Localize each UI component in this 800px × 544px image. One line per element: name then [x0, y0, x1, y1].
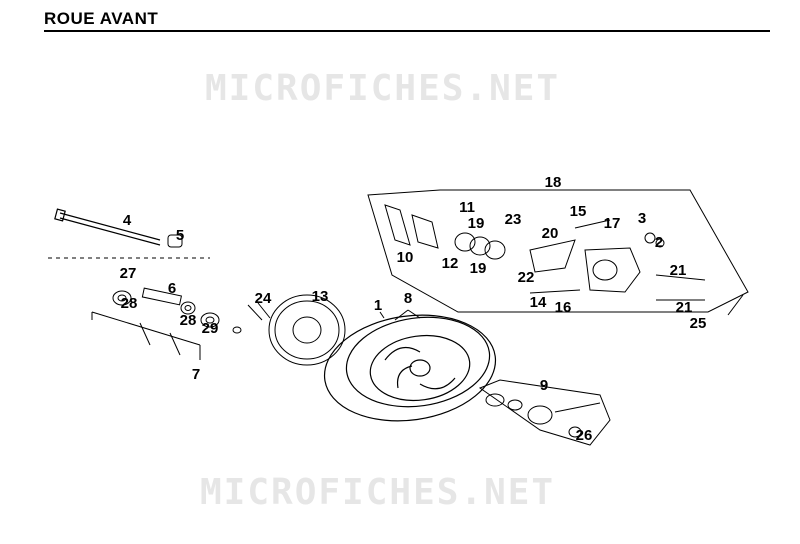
caliper-bracket: [529, 239, 576, 273]
callout-label: 26: [576, 427, 593, 444]
callout-label: 14: [530, 294, 547, 311]
valve-lead: [379, 311, 385, 319]
callout-label: 10: [397, 249, 414, 266]
callout-label: 7: [192, 366, 200, 383]
disc-bolts: [232, 302, 271, 334]
callout-label: 1: [374, 297, 382, 314]
callout-label: 28: [180, 312, 197, 329]
callout-label: 9: [540, 377, 548, 394]
watermark-top: MICROFICHES.NET: [205, 68, 561, 109]
caliper-body: [584, 247, 641, 293]
page-title: ROUE AVANT: [44, 9, 159, 28]
right-bearing: [180, 301, 196, 315]
caliper-pins: [529, 219, 706, 301]
callout-label: 23: [505, 211, 522, 228]
wheel-tyre: [323, 314, 497, 422]
callout-label: 2: [655, 234, 663, 251]
rim-lead: [394, 309, 409, 321]
speedo-group-outline: [478, 379, 611, 446]
callout-label: 13: [312, 288, 329, 305]
callout-label: 22: [518, 269, 535, 286]
title-underline: [44, 30, 770, 32]
callout-label: 21: [676, 299, 693, 316]
callout-label: 19: [470, 260, 487, 277]
callout-label: 25: [690, 315, 707, 332]
callout-label: 18: [545, 174, 562, 191]
callout-label: 24: [255, 290, 272, 307]
brake-pads: [384, 204, 439, 249]
left-seal: [112, 290, 132, 306]
rim-lead-2: [407, 309, 421, 319]
callout-label: 11: [459, 199, 475, 216]
callout-label: 5: [176, 227, 184, 244]
speedo-washer: [568, 426, 582, 438]
bleed-screw: [727, 294, 744, 316]
callout-label: 20: [542, 225, 559, 242]
callout-label: 27: [120, 265, 137, 282]
callout-label: 6: [168, 280, 176, 297]
right-seal: [200, 312, 220, 328]
callout-label: 4: [123, 212, 132, 229]
callout-label: 12: [442, 255, 459, 272]
brake-disc: [268, 294, 346, 366]
piston-seals: [454, 232, 506, 260]
callout-label: 16: [555, 299, 572, 316]
callout-label: 28: [121, 295, 138, 312]
callout-label: 29: [202, 320, 219, 337]
speedo-drive: [485, 393, 601, 425]
callout-label: 15: [570, 203, 587, 220]
caliper-group-outline: [367, 189, 749, 313]
axle-shaft: [54, 208, 161, 246]
callout-label: 19: [468, 215, 485, 232]
callout-label: 17: [604, 215, 621, 232]
watermark-bottom: MICROFICHES.NET: [200, 472, 556, 513]
callout-label: 3: [638, 210, 646, 227]
axle-nut: [167, 234, 183, 248]
callout-label: 8: [404, 290, 412, 307]
bearing-bracket-lines: [91, 311, 201, 360]
caliper-bolts-right: [644, 232, 665, 248]
callout-label: 21: [670, 262, 687, 279]
spacer-tube: [141, 287, 183, 306]
